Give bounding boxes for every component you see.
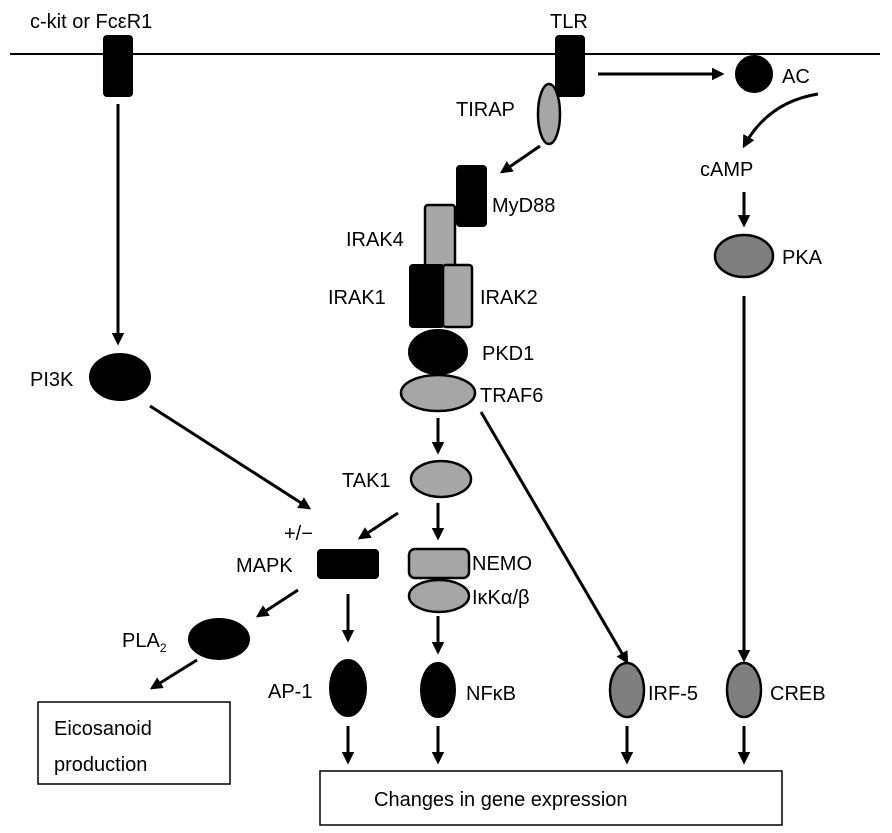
creb-node [725, 661, 763, 719]
creb-label: CREB [770, 683, 826, 705]
ckit-receptor [103, 35, 133, 97]
irak2-node [441, 263, 474, 329]
arrow-pla2-eicosanoid [149, 658, 198, 690]
arrow-tak1-mapk [357, 511, 399, 540]
pka-node [713, 233, 775, 279]
irak4-node [423, 203, 457, 269]
tlr-receptor [555, 35, 585, 97]
nfkb-label: NFκB [466, 683, 516, 705]
nemo-label: NEMO [472, 553, 532, 575]
ikk-node [407, 578, 471, 614]
ac-label: AC [782, 66, 810, 88]
arrow-pi3k-mapk [149, 404, 312, 510]
tak1-label: TAK1 [342, 470, 391, 492]
arrow-ac-camp [742, 92, 819, 149]
pka-label: PKA [782, 247, 823, 269]
irf5-label: IRF-5 [648, 683, 698, 705]
eicosanoid-label-line1: Eicosanoid [54, 718, 152, 740]
gene-expression-box [319, 770, 783, 826]
pkd1-node [408, 329, 468, 375]
gene-expression-label: Changes in gene expression [374, 789, 628, 811]
pla2-node [188, 618, 250, 660]
irf5-node [608, 661, 646, 719]
irak4-label: IRAK4 [346, 229, 404, 251]
irak1-node [409, 264, 445, 328]
ac-node [735, 55, 773, 93]
plusminus-label: +/− [284, 523, 313, 545]
myd88-node [456, 165, 487, 227]
nemo-node [407, 547, 471, 580]
ap1-node [329, 659, 367, 717]
mapk-label: MAPK [236, 555, 293, 577]
ikk-label: IκKα/β [472, 587, 530, 609]
ckit-label: c-kit or FcεR1 [30, 11, 152, 33]
pi3k-label: PI3K [30, 369, 74, 391]
pi3k-node [89, 353, 151, 401]
mapk-node [317, 549, 379, 579]
ap1-label: AP-1 [268, 681, 312, 703]
tirap-node [536, 82, 562, 146]
arrow-mapk-pla2 [255, 588, 299, 618]
eicosanoid-label-line2: production [54, 754, 147, 776]
pla2-label: PLA2 [122, 630, 167, 655]
pkd1-label: PKD1 [482, 343, 534, 365]
tak1-node [409, 459, 473, 499]
arrow-tirap-myd88 [499, 144, 541, 174]
nfkb-node [420, 662, 456, 718]
irak2-label: IRAK2 [480, 287, 538, 309]
camp-label: cAMP [700, 159, 753, 181]
traf6-label: TRAF6 [480, 385, 543, 407]
traf6-node [399, 373, 477, 413]
irak1-label: IRAK1 [328, 287, 386, 309]
tirap-label: TIRAP [456, 99, 515, 121]
myd88-label: MyD88 [492, 195, 555, 217]
eicosanoid-box [37, 701, 231, 785]
tlr-label: TLR [550, 11, 588, 33]
pla2-subscript: 2 [160, 641, 167, 655]
arrow-traf6-irf5 [479, 411, 629, 665]
